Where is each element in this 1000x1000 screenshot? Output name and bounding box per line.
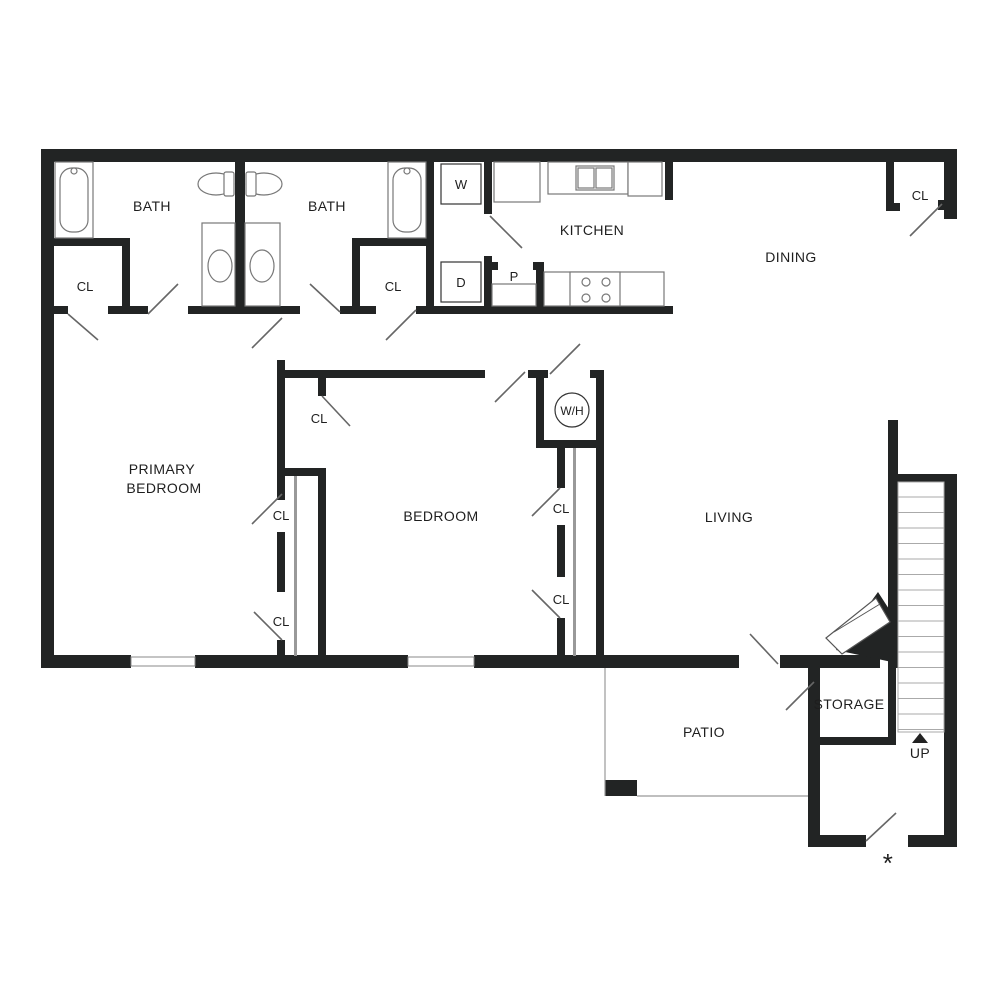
- room-labels: BATH BATH KITCHEN DINING PRIMARY BEDROOM…: [126, 198, 930, 878]
- laundry-boxes: [440, 163, 482, 303]
- label-storage: STORAGE: [813, 696, 884, 712]
- storage-unit: [825, 592, 896, 662]
- toilet-left: [197, 171, 235, 197]
- water-heater-circle: [554, 392, 590, 428]
- entry-asterisk: *: [883, 848, 894, 878]
- sink-right: [244, 222, 281, 307]
- windows: [130, 656, 475, 667]
- sink-left: [201, 222, 236, 307]
- label-primary-bedroom: PRIMARY BEDROOM: [126, 461, 201, 496]
- appliance-labels: W D P W/H: [455, 177, 584, 418]
- label-bedroom: BEDROOM: [403, 508, 478, 524]
- label-pantry: P: [510, 269, 519, 284]
- bathtub-left: [54, 161, 94, 239]
- label-cl-dining: CL: [912, 188, 929, 203]
- label-cl-primary-upper: CL: [273, 508, 290, 523]
- label-kitchen: KITCHEN: [560, 222, 624, 238]
- label-bath-right: BATH: [308, 198, 346, 214]
- label-cl-primary-lower: CL: [273, 614, 290, 629]
- label-bath-left: BATH: [133, 198, 171, 214]
- closet-labels: CL CL CL CL CL CL CL CL: [77, 188, 929, 629]
- label-dining: DINING: [765, 249, 816, 265]
- patio-railing: [604, 668, 808, 797]
- stairs: [897, 481, 945, 743]
- bathtub-right: [387, 161, 427, 239]
- label-dryer: D: [456, 275, 465, 290]
- door-swings: [67, 203, 943, 842]
- label-up: UP: [910, 745, 930, 761]
- label-washer: W: [455, 177, 468, 192]
- label-cl-hall: CL: [311, 411, 328, 426]
- exterior-walls: [41, 149, 957, 847]
- label-cl-bath-left: CL: [77, 279, 94, 294]
- interior-walls: [54, 160, 900, 682]
- label-living: LIVING: [705, 509, 753, 525]
- label-cl-bath-right: CL: [385, 279, 402, 294]
- label-water-heater: W/H: [560, 404, 583, 418]
- label-cl-bedroom-upper: CL: [553, 501, 570, 516]
- kitchen-fixtures: [491, 161, 665, 307]
- toilet-right: [245, 171, 283, 197]
- label-cl-bedroom-lower: CL: [553, 592, 570, 607]
- label-patio: PATIO: [683, 724, 725, 740]
